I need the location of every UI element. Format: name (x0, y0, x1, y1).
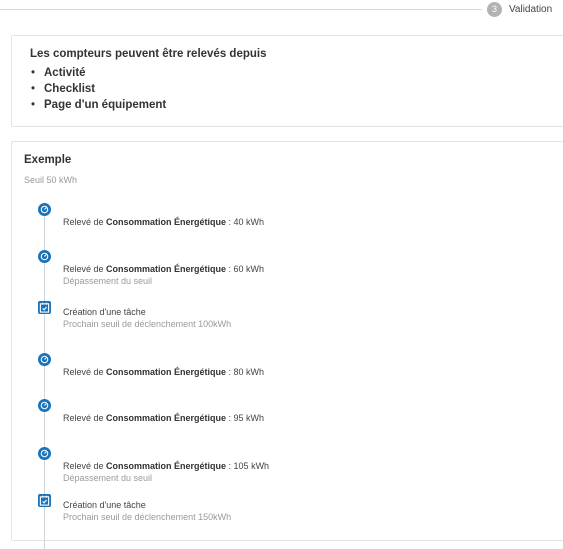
reading-prefix: Relevé de (63, 264, 107, 274)
reading-value: : 40 kWh (226, 217, 265, 227)
meter-name: Consommation Énergétique (106, 217, 227, 227)
reading-value: : 95 kWh (226, 413, 265, 423)
info-card: Les compteurs peuvent être relevés depui… (11, 35, 563, 127)
reading-value: : 60 kWh (226, 264, 265, 274)
threshold-exceeded-text: Dépassement du seuil (63, 473, 153, 483)
reading-text: Relevé de Consommation Énergétique : 40 … (63, 217, 264, 227)
meter-name: Consommation Énergétique (106, 461, 227, 471)
gauge-icon (38, 353, 51, 366)
gauge-icon (38, 447, 51, 460)
meter-name: Consommation Énergétique (106, 413, 227, 423)
next-threshold-text: Prochain seuil de déclenchement 150kWh (63, 512, 232, 522)
meter-name: Consommation Énergétique (106, 264, 227, 274)
reading-text: Relevé de Consommation Énergétique : 80 … (63, 367, 264, 377)
step-label: Validation (509, 3, 553, 15)
meter-name: Consommation Énergétique (106, 367, 227, 377)
reading-value: : 80 kWh (226, 367, 265, 377)
task-icon (38, 301, 51, 314)
stepper-line (0, 9, 482, 10)
gauge-icon (38, 203, 51, 216)
source-item-equipment-page: Page d'un équipement (30, 97, 166, 113)
timeline-line (44, 209, 45, 549)
threshold-exceeded-text: Dépassement du seuil (63, 276, 153, 286)
reading-text: Relevé de Consommation Énergétique : 105… (63, 461, 269, 471)
info-title: Les compteurs peuvent être relevés depui… (30, 48, 267, 60)
task-created-text: Création d'une tâche (63, 307, 146, 317)
gauge-icon (38, 399, 51, 412)
task-created-text: Création d'une tâche (63, 500, 146, 510)
reading-text: Relevé de Consommation Énergétique : 95 … (63, 413, 264, 423)
threshold-label: Seuil 50 kWh (24, 175, 78, 185)
step-validation[interactable]: 3 Validation (487, 0, 552, 18)
next-threshold-text: Prochain seuil de déclenchement 100kWh (63, 319, 232, 329)
reading-text: Relevé de Consommation Énergétique : 60 … (63, 264, 264, 274)
task-icon (38, 494, 51, 507)
reading-prefix: Relevé de (63, 461, 107, 471)
reading-value: : 105 kWh (226, 461, 270, 471)
example-card: Exemple Seuil 50 kWh Relevé de Consommat… (11, 141, 563, 549)
step-number-badge: 3 (487, 1, 502, 17)
source-list: Activité Checklist Page d'un équipement (30, 65, 166, 113)
example-title: Exemple (24, 154, 72, 166)
gauge-icon (38, 250, 51, 263)
reading-prefix: Relevé de (63, 413, 107, 423)
source-item-activity: Activité (30, 65, 166, 81)
source-item-checklist: Checklist (30, 81, 166, 97)
reading-prefix: Relevé de (63, 367, 107, 377)
reading-prefix: Relevé de (63, 217, 107, 227)
